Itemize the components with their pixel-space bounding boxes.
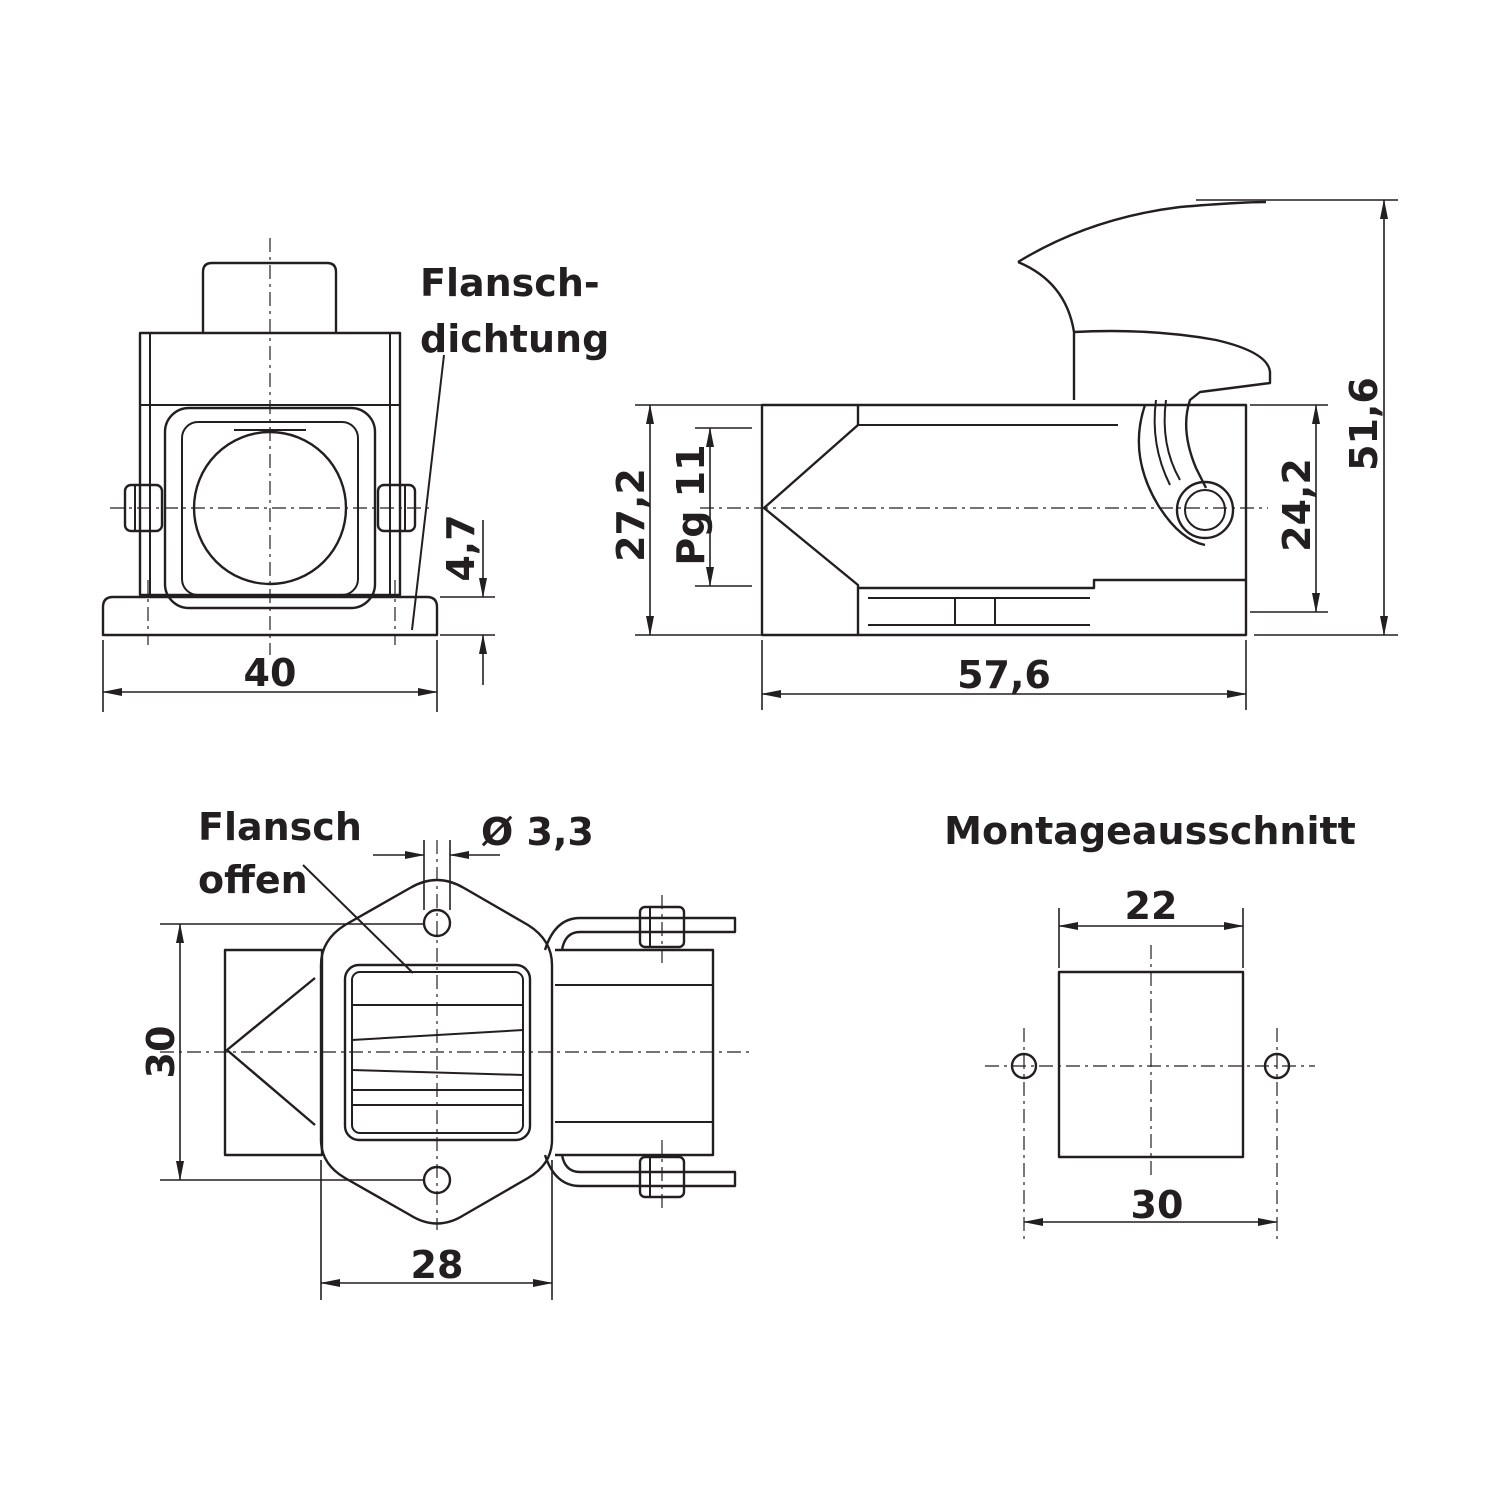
label-flange-gasket-2: dichtung: [420, 317, 609, 361]
side-view: [635, 199, 1398, 710]
dim-30-cutout: 30: [1131, 1183, 1184, 1227]
dim-28: 28: [411, 1243, 464, 1287]
front-view: [101, 238, 495, 712]
label-flange-gasket-1: Flansch-: [420, 261, 600, 305]
dim-57-6: 57,6: [957, 653, 1051, 697]
dim-27-2: 27,2: [609, 468, 653, 562]
mounting-cutout-view: [985, 908, 1315, 1240]
dim-4-7: 4,7: [439, 514, 483, 581]
dim-40: 40: [244, 651, 297, 695]
label-mounting-cutout: Montageausschnitt: [944, 809, 1356, 853]
dim-hole-diameter: Ø 3,3: [481, 810, 594, 854]
dim-24-2: 24,2: [1275, 458, 1319, 552]
label-flange-open-1: Flansch: [198, 805, 362, 849]
label-flange-open-2: offen: [198, 858, 308, 902]
dim-51-6: 51,6: [1342, 377, 1386, 471]
dim-30-top: 30: [139, 1026, 183, 1079]
label-pg-11: Pg 11: [669, 444, 713, 565]
dim-22: 22: [1125, 884, 1178, 928]
top-view: [160, 840, 750, 1300]
